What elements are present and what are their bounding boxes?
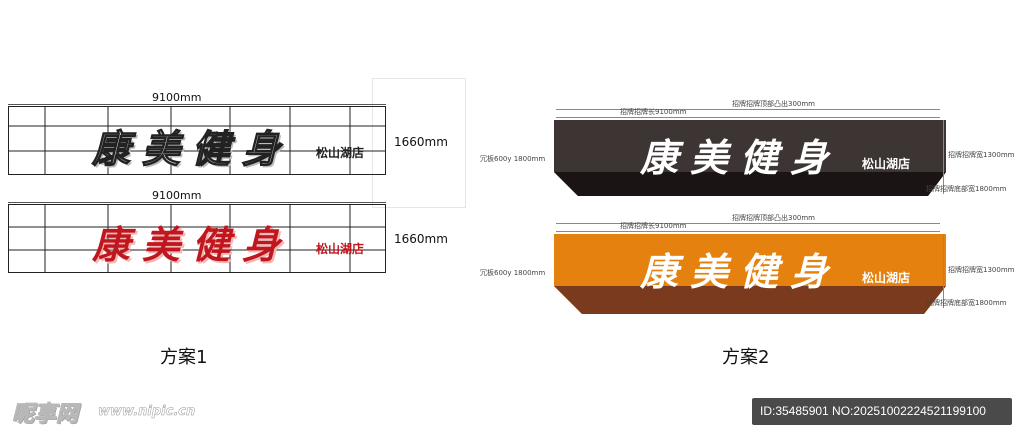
plan2-bottom-right-tick — [943, 234, 944, 308]
plan2-top-left-label: 冗板600y 1800mm — [480, 155, 546, 163]
watermark-logo: 昵享网 — [11, 402, 79, 428]
watermark-url: www.nipic.cn — [98, 404, 196, 420]
plan1-width-label-bottom: 9100mm — [152, 189, 202, 202]
plan2-branch-top: 松山湖店 — [862, 157, 911, 171]
plan2-top-length-line — [556, 117, 940, 118]
plan1-brand-bottom: 康美健身 — [92, 222, 293, 267]
plan2-bottom-length-label: 招牌招牌长9100mm — [620, 222, 687, 230]
plan2-bottom-length-line — [556, 231, 940, 232]
plan2: 招牌招牌顶部凸出300mm 招牌招牌长9100mm 康美健身 松山湖店 冗板60… — [470, 0, 1024, 390]
plan1-caption: 方案1 — [160, 347, 208, 368]
plan2-brand-bottom: 康美健身 — [640, 249, 841, 294]
plan1-backdrop-panel — [372, 78, 466, 208]
plan2-branch-bottom: 松山湖店 — [862, 271, 911, 285]
plan2-bottom-right-label-2: 招牌招牌底部宽1800mm — [926, 299, 1007, 307]
plan2-sign-orange — [554, 234, 946, 314]
plan2-top-right-label-1: 招牌招牌宽1300mm — [948, 151, 1015, 159]
plan2-bottom-protrude-label: 招牌招牌顶部凸出300mm — [732, 214, 815, 222]
plan1-branch-top: 松山湖店 — [316, 146, 365, 160]
plan2-caption: 方案2 — [722, 347, 770, 368]
watermark-id-text: ID:35485901 NO:20251002224521199100 — [760, 404, 986, 418]
plan2-sign-dark — [554, 120, 946, 196]
plan2-bottom-protrude-line — [556, 223, 940, 224]
plan2-top-length-label: 招牌招牌长9100mm — [620, 108, 687, 116]
plan2-sign-dark-bottom — [554, 172, 946, 196]
watermark-id-badge: ID:35485901 NO:20251002224521199100 — [752, 398, 1012, 425]
plan1-brand-top: 康美健身 — [91, 125, 293, 171]
plan2-sign-orange-bottom — [554, 286, 946, 314]
plan1-sign-grid-top — [8, 106, 386, 175]
plan1-height-label-top: 1660mm — [394, 135, 448, 149]
plan2-bottom-right-label-1: 招牌招牌宽1300mm — [948, 266, 1015, 274]
plan2-brand-top: 康美健身 — [640, 135, 841, 180]
plan1-width-line-top — [8, 104, 386, 105]
plan2-top-right-label-2: 招牌招牌底部宽1800mm — [926, 185, 1007, 193]
watermark-bar: 昵享网 www.nipic.cn ID:35485901 NO:20251002… — [0, 390, 1024, 435]
plan2-top-protrude-line — [556, 109, 940, 110]
plan1-height-label-bottom: 1660mm — [394, 232, 448, 246]
plan2-bottom-left-label: 冗板600y 1800mm — [480, 269, 546, 277]
plan1: 9100mm 康美健身 松山湖店 1660mm 9100mm 康美健身 松山湖店… — [0, 0, 470, 390]
plan1-width-label-top: 9100mm — [152, 91, 202, 104]
plan2-top-protrude-label: 招牌招牌顶部凸出300mm — [732, 100, 815, 108]
plan1-sign-grid-bottom — [8, 204, 386, 273]
plan1-width-line-bottom — [8, 202, 386, 203]
plan1-branch-bottom: 松山湖店 — [316, 242, 365, 256]
plan2-top-right-tick — [943, 120, 944, 194]
